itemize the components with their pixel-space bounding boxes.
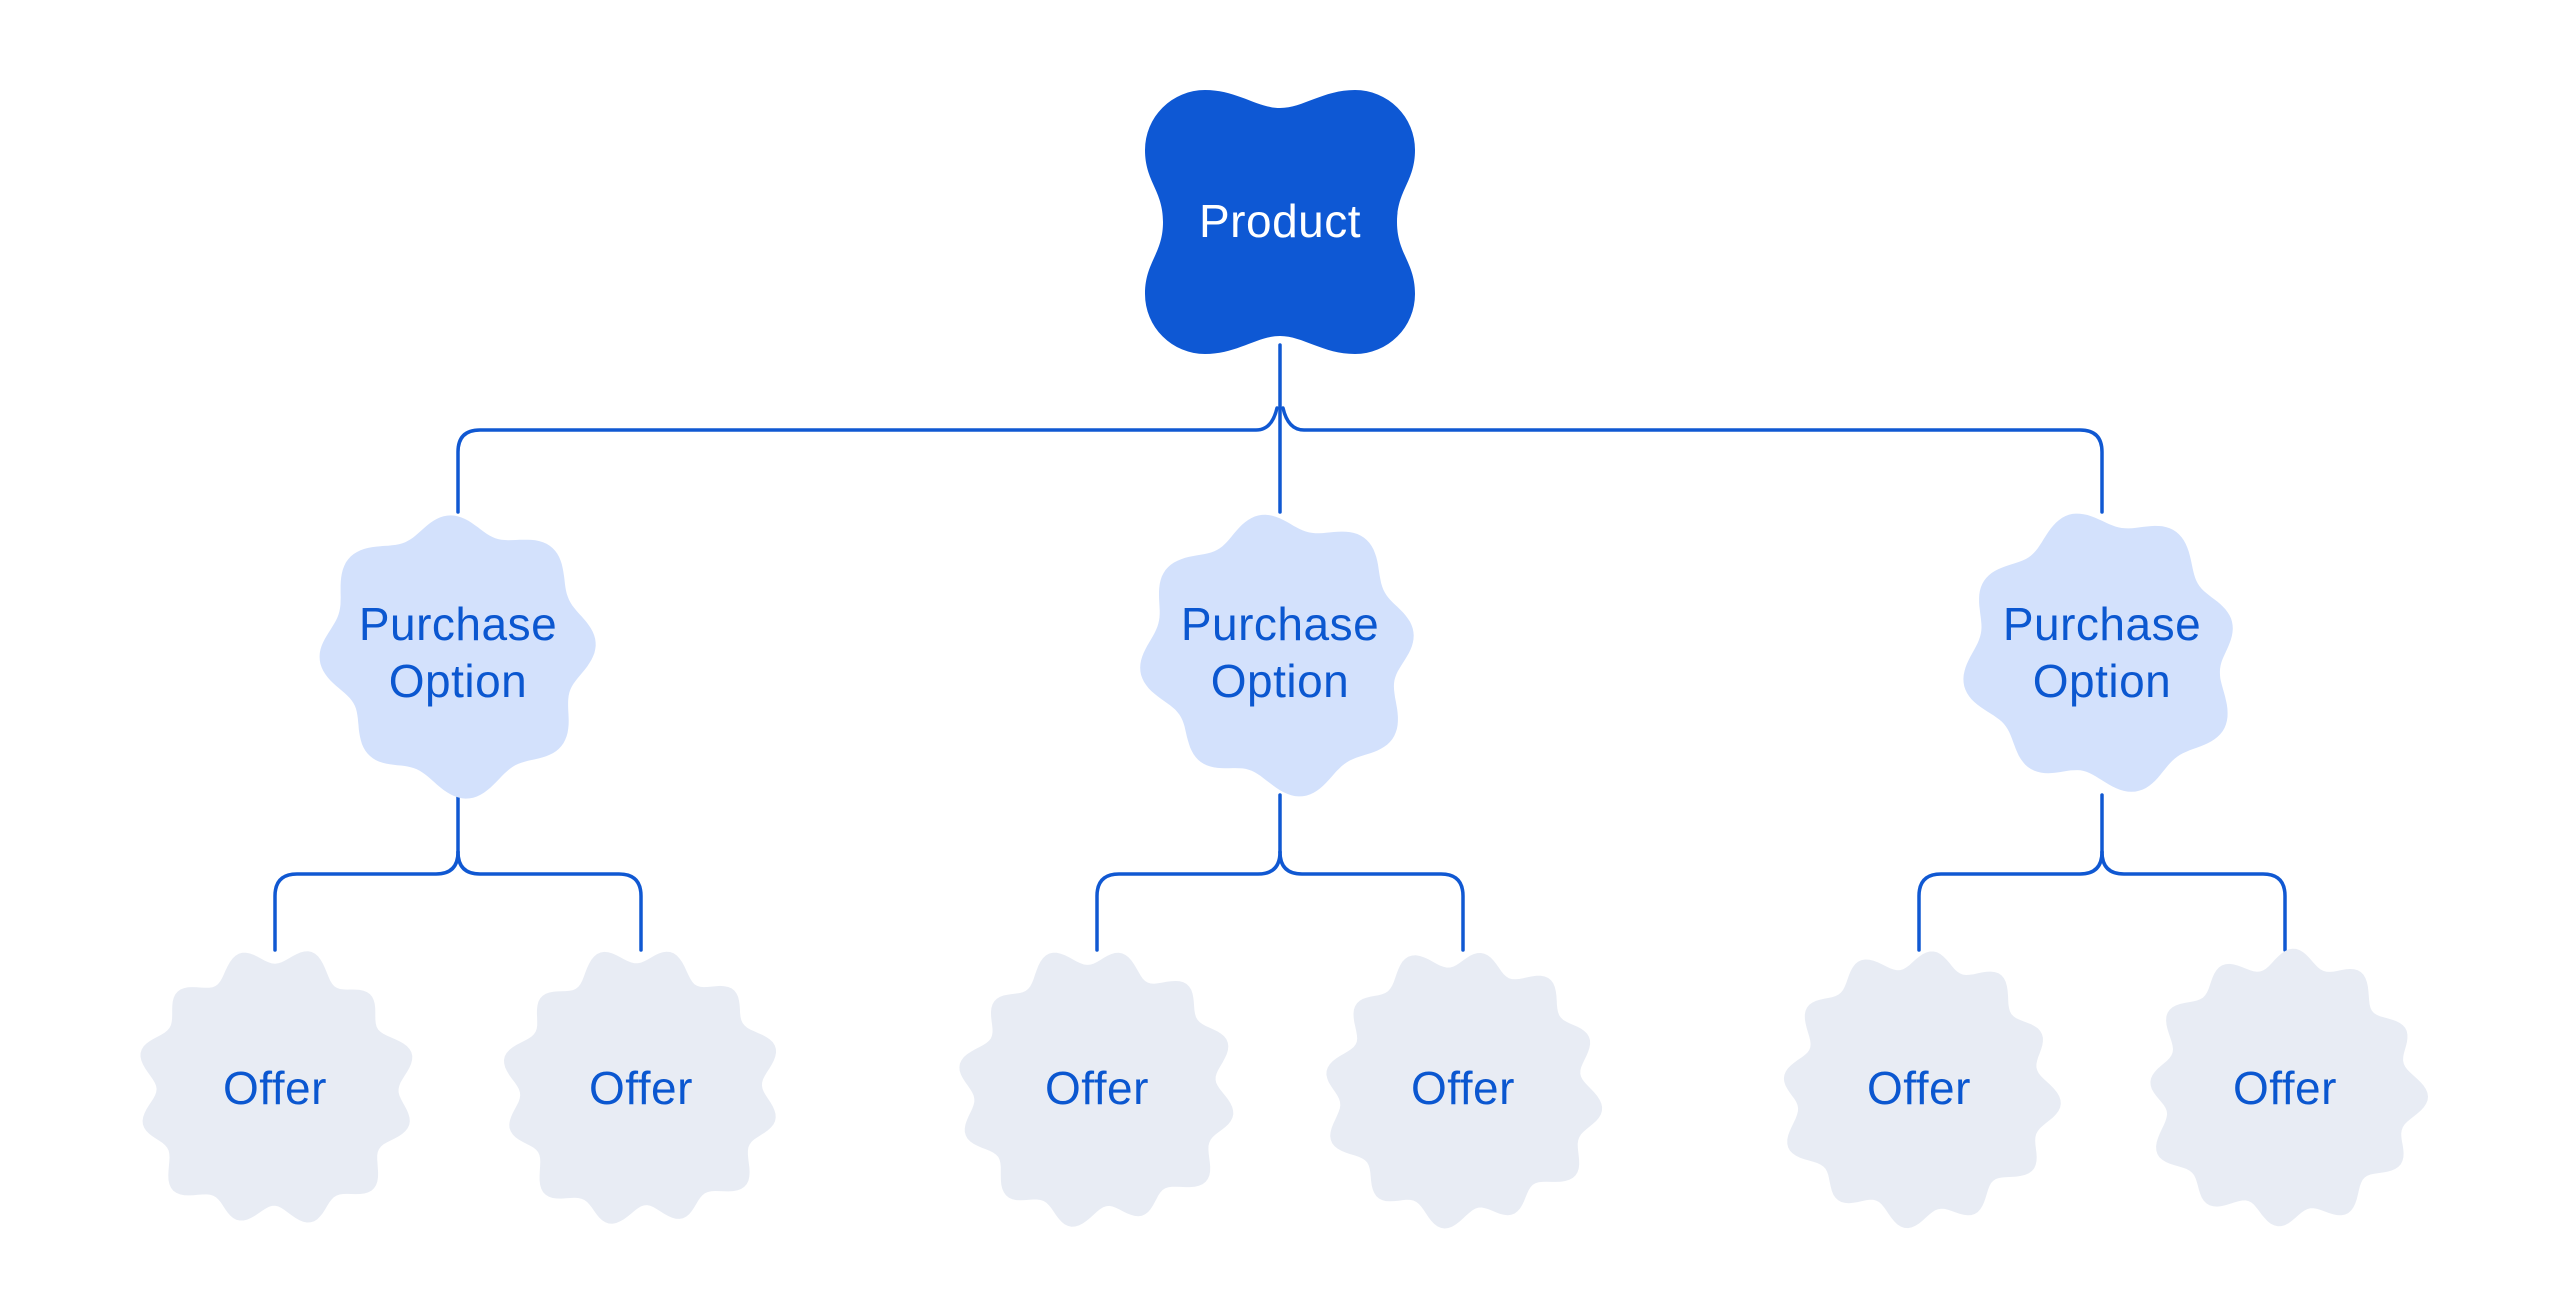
offer-label-4: Offer	[1411, 1062, 1515, 1115]
offer-blob-4	[1326, 953, 1603, 1229]
offer-node-1: Offer	[133, 947, 417, 1231]
connector-product-right	[1281, 406, 2104, 514]
offer-node-2: Offer	[499, 947, 783, 1231]
purchase-option-label-3: Purchase Option	[2002, 597, 2202, 708]
product-node: Product	[1145, 90, 1415, 354]
offer-label-6: Offer	[2233, 1062, 2337, 1115]
purchase-option-node-1: Purchase Option	[313, 508, 603, 798]
offer-blob-3	[959, 952, 1234, 1227]
offer-node-5: Offer	[1777, 947, 2061, 1231]
offer-blob-6	[2150, 948, 2428, 1227]
offer-blob-5	[1783, 951, 2061, 1229]
connector-product-left	[456, 406, 1279, 514]
purchase-option-label-2: Purchase Option	[1180, 597, 1380, 708]
offer-blob-2	[504, 951, 776, 1224]
offer-node-4: Offer	[1321, 947, 1605, 1231]
purchase-option-node-2: Purchase Option	[1135, 508, 1425, 798]
connector-offer-right-2	[1278, 850, 1465, 952]
purchase-option-blob-2	[1140, 514, 1414, 797]
purchase-option-label-1: Purchase Option	[358, 597, 558, 708]
offer-node-3: Offer	[955, 947, 1239, 1231]
purchase-option-node-3: Purchase Option	[1957, 508, 2247, 798]
connector-offer-left-3	[1917, 850, 2104, 952]
product-blob-shape	[1145, 90, 1415, 354]
offer-label-3: Offer	[1045, 1062, 1149, 1115]
product-node-label: Product	[1198, 195, 1362, 248]
connector-offer-right-3	[2100, 850, 2287, 952]
connector-offer-left-1	[273, 850, 460, 952]
offer-blob-1	[140, 951, 413, 1223]
offer-label-2: Offer	[589, 1062, 693, 1115]
purchase-option-blob-1	[319, 515, 596, 799]
offer-label-1: Offer	[223, 1062, 327, 1115]
connector-offer-left-2	[1095, 850, 1282, 952]
offer-node-6: Offer	[2143, 947, 2427, 1231]
offer-label-5: Offer	[1867, 1062, 1971, 1115]
connector-offer-right-1	[456, 850, 643, 952]
purchase-option-blob-3	[1963, 513, 2233, 792]
